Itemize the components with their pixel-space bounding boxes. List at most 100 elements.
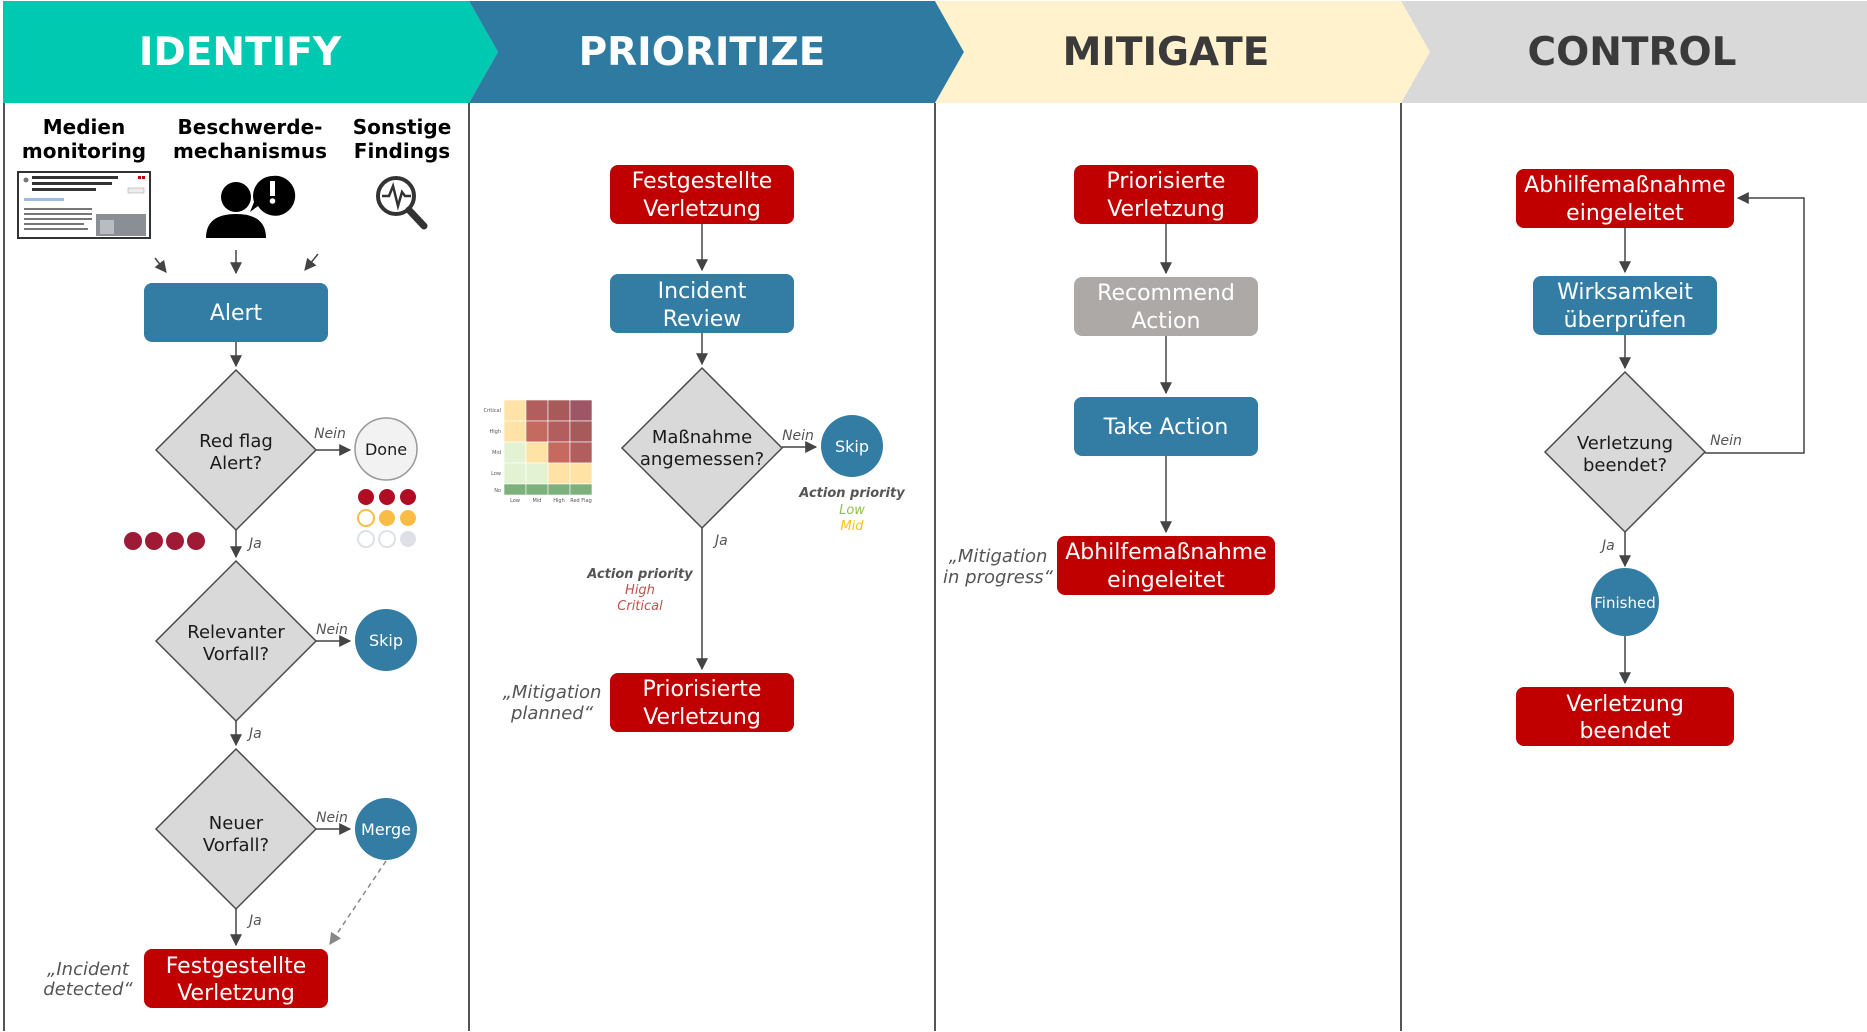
magnifier-findings-icon: [376, 176, 428, 230]
risk-matrix-cell: [569, 462, 593, 485]
prioritize-start-label-1: Festgestellte: [632, 169, 773, 194]
prioritize-result-label-2: Verletzung: [643, 705, 761, 730]
risk-matrix-col-label: High: [553, 498, 565, 504]
skip-label: Skip: [369, 631, 403, 650]
risk-matrix-col-label: Low: [510, 498, 520, 504]
new-yes-label: Ja: [246, 913, 262, 929]
incident-review-label-2: Review: [663, 307, 742, 332]
relevant-label-2: Vorfall?: [203, 644, 269, 665]
finished-circle: [1591, 568, 1659, 636]
prioritize-skip-label: Skip: [835, 437, 869, 456]
redflag-yes-label: Ja: [246, 536, 262, 552]
merge-label: Merge: [361, 820, 411, 839]
header-identify-title: IDENTIFY: [139, 30, 342, 75]
risk-matrix-cell: [525, 420, 549, 443]
mitigate-result-box: [1057, 536, 1275, 595]
check-label-1: Wirksamkeit: [1557, 280, 1693, 305]
alert-box: [144, 283, 328, 342]
risk-matrix-cell: [547, 420, 571, 443]
prioritize-skip-circle: [821, 415, 883, 477]
measure-no-label: Nein: [782, 428, 814, 444]
redflag-label-1: Red flag: [199, 431, 273, 452]
risk-matrix-cell: [503, 441, 527, 464]
risk-matrix-cell: [503, 420, 527, 443]
prioritize-quote-1: „Mitigation: [503, 682, 602, 703]
identify-result-box: [144, 949, 328, 1008]
redflag-no-label: Nein: [314, 426, 346, 442]
mitigate-start-label-1: Priorisierte: [1107, 169, 1226, 194]
mitigate-result-label-2: eingeleitet: [1107, 568, 1225, 593]
measure-yes-label: Ja: [712, 533, 728, 549]
risk-matrix-cell: [503, 462, 527, 485]
risk-matrix-row-label: No: [494, 488, 501, 494]
relevant-label-1: Relevanter: [187, 622, 285, 643]
header-prioritize-title: PRIORITIZE: [579, 30, 826, 75]
mitigate-start-label-2: Verletzung: [1107, 197, 1225, 222]
done-circle: [354, 417, 418, 481]
news-article-thumbnail-icon: [17, 171, 151, 239]
finished-label: Finished: [1594, 594, 1655, 612]
risk-matrix-cell: [547, 483, 571, 496]
control-start-label-1: Abhilfemaßnahme: [1524, 173, 1726, 198]
ap-left-critical: Critical: [617, 599, 663, 614]
risk-matrix-cell: [569, 399, 593, 422]
risk-matrix-row-label: High: [490, 429, 502, 435]
identify-quote-1: „Incident: [47, 959, 130, 980]
measure-decision-diamond: [620, 366, 784, 530]
ended-label-1: Verletzung: [1577, 433, 1673, 454]
control-result-label-1: Verletzung: [1566, 692, 1684, 717]
ap-left-title: Action priority: [586, 567, 693, 582]
incident-review-box: [610, 274, 794, 333]
new-no-label: Nein: [316, 810, 348, 826]
risk-matrix-col-label: Mid: [533, 498, 542, 504]
loop-back-arrow: [1705, 192, 1805, 454]
risk-matrix-cell: [503, 399, 527, 422]
risk-matrix-row-label: Critical: [484, 408, 502, 414]
merge-circle: [355, 798, 417, 860]
skip-circle: [355, 609, 417, 671]
ap-right-title: Action priority: [798, 486, 905, 501]
header-control-band: [1401, 1, 1867, 103]
risk-matrix-row-label: Mid: [492, 450, 501, 456]
control-start-box: [1516, 169, 1734, 228]
ap-right-low: Low: [839, 503, 865, 518]
column-borders: [3, 103, 1402, 1031]
ended-no-label: Nein: [1710, 433, 1742, 449]
incident-review-label-1: Incident: [658, 279, 747, 304]
risk-matrix-cell: [547, 441, 571, 464]
ap-left-high: High: [625, 583, 655, 598]
header-mitigate-title: MITIGATE: [1063, 30, 1270, 75]
ended-label-2: beendet?: [1583, 455, 1667, 476]
new-label-2: Vorfall?: [203, 835, 269, 856]
source-complaint-label-1: Beschwerde-: [178, 115, 323, 139]
risk-matrix-cell: [569, 420, 593, 443]
prioritize-result-label-1: Priorisierte: [643, 677, 762, 702]
take-action-box: [1074, 397, 1258, 456]
source-media-label-2: monitoring: [22, 139, 146, 163]
mitigate-result-label-1: Abhilfemaßnahme: [1065, 540, 1267, 565]
source-other-label-2: Findings: [354, 139, 450, 163]
recommend-label-1: Recommend: [1097, 281, 1235, 306]
control-result-label-2: beendet: [1579, 719, 1670, 744]
measure-label-1: Maßnahme: [652, 427, 752, 448]
ended-yes-label: Ja: [1599, 538, 1615, 554]
identify-result-label-2: Verletzung: [177, 981, 295, 1006]
done-label: Done: [365, 440, 407, 459]
recommend-label-2: Action: [1132, 309, 1201, 334]
ap-right-mid: Mid: [840, 519, 864, 534]
identify-quote-2: detected“: [43, 979, 133, 1000]
header-mitigate-band: [935, 1, 1430, 103]
control-result-box: [1516, 687, 1734, 746]
person-alert-icon: [206, 175, 296, 238]
risk-matrix-cell: [525, 462, 549, 485]
risk-matrix-row-label: Low: [491, 471, 501, 477]
prioritize-start-label-2: Verletzung: [643, 197, 761, 222]
header-identify-band: [3, 1, 498, 103]
measure-label-2: angemessen?: [640, 449, 764, 470]
new-label-1: Neuer: [209, 813, 264, 834]
redflag-label-2: Alert?: [210, 453, 262, 474]
check-label-2: überprüfen: [1564, 308, 1687, 333]
mitigate-quote-1: „Mitigation: [949, 546, 1048, 567]
